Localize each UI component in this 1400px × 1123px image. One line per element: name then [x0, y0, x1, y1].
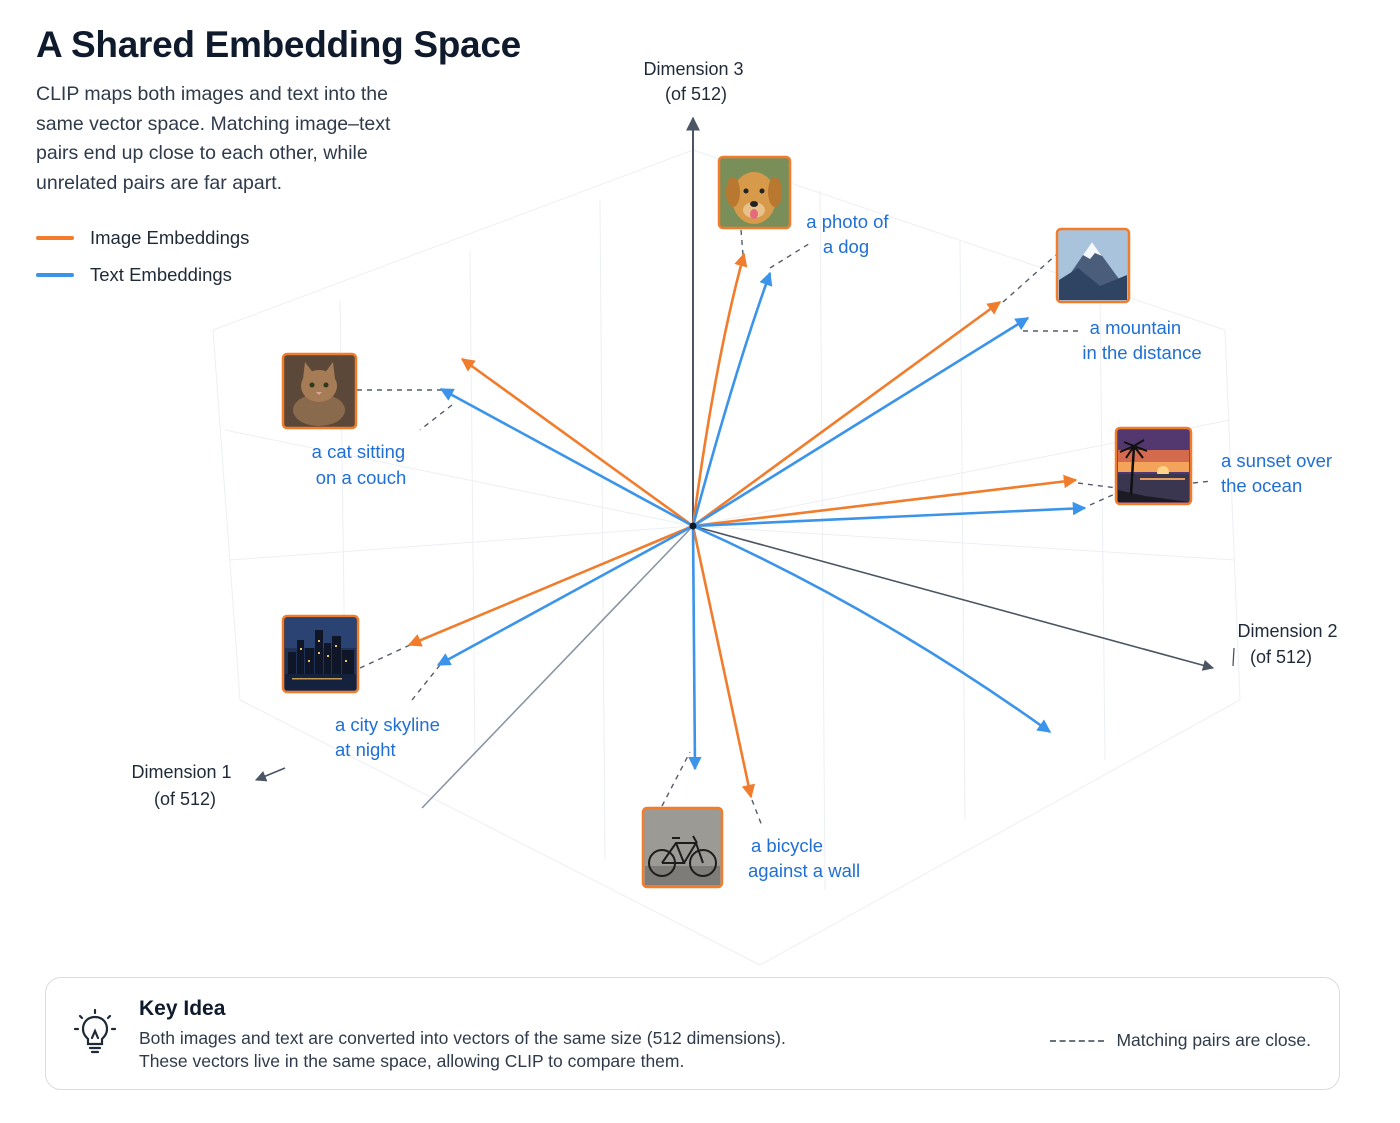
origin-point: [689, 522, 697, 530]
text-vector-unpaired: [692, 524, 1052, 734]
legend-swatch-orange: [36, 235, 74, 240]
image-vector-city: [407, 524, 694, 647]
image-vector-mountain: [692, 300, 1002, 528]
image-vector-sunset: [692, 474, 1078, 528]
lightbulb-icon: [74, 1008, 116, 1054]
axis-dimension-1-back: [421, 525, 694, 809]
key-idea-callout: Key Idea Both images and text are conver…: [45, 977, 1340, 1090]
text-vector-dog: [691, 271, 773, 527]
legend: Image Embeddings Text Embeddings: [36, 219, 249, 293]
text-label-sunset: a sunset over the ocean: [1221, 450, 1337, 496]
legend-item-image: Image Embeddings: [36, 219, 249, 256]
text-vector-sunset: [692, 501, 1087, 528]
text-vector-bicycle: [688, 525, 702, 771]
axis-label-dimension-3: Dimension 3 (of 512): [643, 59, 748, 104]
legend-label-image: Image Embeddings: [90, 226, 250, 248]
text-label-bicycle: a bicycle against a wall: [748, 835, 860, 881]
embedding-diagram: Dimension 3 (of 512) Dimension 2 (of 512…: [131, 59, 1342, 966]
callout-note-text: Matching pairs are close.: [1116, 1030, 1311, 1050]
sunset-photo: [1114, 426, 1193, 506]
text-label-dog: a photo of a dog: [806, 211, 893, 257]
axes: [254, 116, 1215, 809]
image-embedding-vectors: [407, 252, 1078, 799]
text-vector-cat: [439, 387, 694, 528]
page-title: A Shared Embedding Space: [36, 24, 521, 65]
axis-dimension-2: [692, 525, 1215, 671]
dog-photo: [717, 155, 792, 230]
text-vector-city: [436, 524, 694, 667]
image-vector-bicycle: [691, 525, 756, 799]
callout-line-2: These vectors live in the same space, al…: [139, 1051, 685, 1071]
axis-dimension-1-tip: [254, 767, 286, 782]
callout-title: Key Idea: [139, 997, 226, 1020]
legend-swatch-blue: [36, 272, 74, 277]
axis-label-dimension-2: Dimension 2 (of 512): [1237, 621, 1342, 667]
city-skyline-photo: [281, 614, 360, 694]
image-vector-dog: [691, 252, 748, 527]
legend-item-text: Text Embeddings: [36, 256, 249, 293]
dashed-line-sample: [1050, 1039, 1105, 1042]
text-vector-mountain: [692, 316, 1030, 528]
text-label-mountain: a mountain in the distance: [1082, 317, 1201, 363]
mountain-photo: [1055, 227, 1131, 304]
text-label-cat: a cat sitting on a couch: [312, 441, 411, 488]
axis-label-dimension-1: Dimension 1 (of 512): [131, 762, 236, 809]
axis-tick-dimension-2: [1232, 647, 1235, 667]
page-subtitle: CLIP maps both images and text into the …: [36, 83, 391, 194]
cat-photo: [281, 352, 358, 430]
match-connectors: [357, 229, 1213, 827]
legend-label-text: Text Embeddings: [90, 263, 232, 285]
text-label-city: a city skyline at night: [335, 714, 445, 760]
image-vector-cat: [460, 357, 694, 528]
callout-line-1: Both images and text are converted into …: [139, 1028, 786, 1048]
text-embedding-vectors: [436, 271, 1087, 771]
bicycle-photo: [641, 806, 724, 889]
callout-note: Matching pairs are close.: [1050, 1030, 1311, 1051]
